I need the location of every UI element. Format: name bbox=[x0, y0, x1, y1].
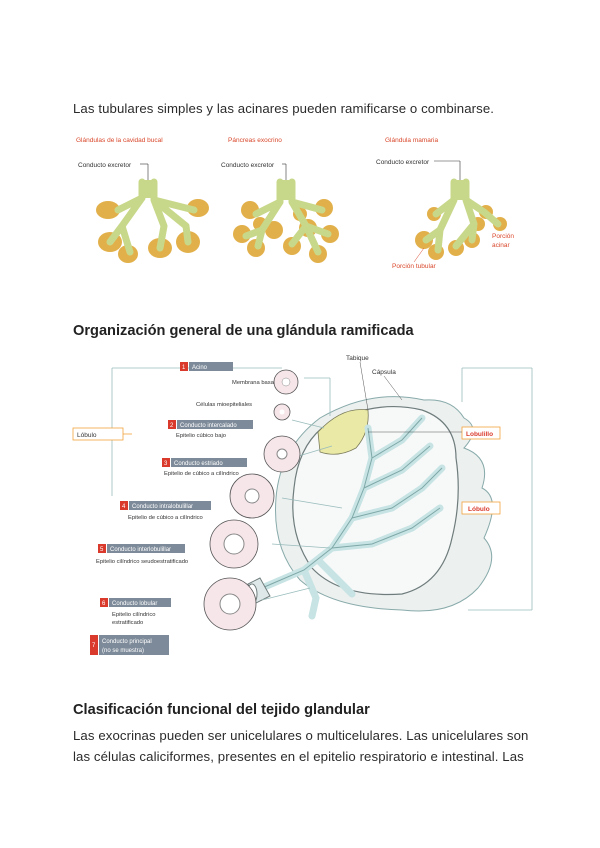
body-line-1: Las exocrinas pueden ser unicelulares o … bbox=[73, 728, 529, 743]
svg-text:3: 3 bbox=[164, 461, 168, 467]
svg-text:4: 4 bbox=[122, 504, 126, 510]
label-lobulo-left: Lóbulo bbox=[77, 432, 97, 439]
svg-text:Conducto principal: Conducto principal bbox=[102, 639, 152, 645]
label-capsula: Cápsula bbox=[372, 369, 396, 376]
gland-mamaria bbox=[415, 178, 507, 260]
svg-text:Conducto estriado: Conducto estriado bbox=[174, 461, 223, 467]
body-line-2: las células caliciformes, presentes en e… bbox=[73, 749, 524, 764]
svg-text:1: 1 bbox=[182, 365, 186, 371]
legend-item-4: 4 Conducto intralobulillar Epitelio de c… bbox=[120, 501, 211, 521]
svg-text:estratificado: estratificado bbox=[112, 620, 143, 626]
section-heading-organizacion: Organización general de una glándula ram… bbox=[73, 323, 414, 339]
svg-text:2: 2 bbox=[170, 423, 174, 429]
svg-text:Conducto intercalado: Conducto intercalado bbox=[180, 423, 237, 429]
figure-branched-gland: Lóbulo Tabique Cápsula Lobulillo Lóbulo … bbox=[72, 355, 533, 655]
intro-paragraph: Las tubulares simples y las acinares pue… bbox=[73, 101, 495, 116]
label-porcion-tubular: Porción tubular bbox=[392, 263, 437, 270]
svg-text:Conducto intralobulillar: Conducto intralobulillar bbox=[132, 504, 193, 510]
gland-bucal bbox=[96, 178, 209, 263]
panel-title-pancreas: Páncreas exocrino bbox=[228, 137, 282, 144]
legend-item-2: 2 Conducto intercalado Epitelio cúbico b… bbox=[168, 420, 253, 439]
gland-pancreas bbox=[233, 178, 339, 263]
label-porcion-acinar-1: Porción bbox=[492, 233, 514, 240]
legend-item-3: 3 Conducto estriado Epitelio de cúbico a… bbox=[162, 458, 247, 477]
label-lobulillo: Lobulillo bbox=[466, 431, 493, 438]
svg-text:Epitelio de cúbico a cilíndric: Epitelio de cúbico a cilíndrico bbox=[128, 515, 203, 521]
svg-text:Conducto interlobulillar: Conducto interlobulillar bbox=[110, 547, 171, 553]
svg-text:5: 5 bbox=[100, 547, 104, 553]
label-mioepiteliales: Células mioepiteliales bbox=[196, 402, 252, 408]
svg-text:Conducto lobular: Conducto lobular bbox=[112, 601, 157, 607]
panel-title-bucal: Glándulas de la cavidad bucal bbox=[76, 137, 163, 144]
section-heading-clasificacion: Clasificación funcional del tejido gland… bbox=[73, 702, 370, 718]
legend-item-1: 1 Acino bbox=[180, 362, 233, 371]
svg-text:6: 6 bbox=[102, 601, 106, 607]
duct-label-3: Conducto excretor bbox=[376, 159, 430, 166]
svg-text:7: 7 bbox=[92, 643, 96, 649]
panel-title-mamaria: Glándula mamaria bbox=[385, 137, 438, 144]
svg-text:Epitelio cúbico bajo: Epitelio cúbico bajo bbox=[176, 433, 226, 439]
legend-item-7: 7 Conducto principal (no se muestra) bbox=[90, 635, 169, 655]
svg-text:(no se muestra): (no se muestra) bbox=[102, 648, 144, 654]
svg-text:Acino: Acino bbox=[192, 365, 208, 371]
duct-label-1: Conducto excretor bbox=[78, 162, 132, 169]
label-porcion-acinar-2: acinar bbox=[492, 242, 511, 249]
legend-item-6: 6 Conducto lobular Epitelio cilíndrico e… bbox=[100, 598, 171, 626]
duct-label-2: Conducto excretor bbox=[221, 162, 275, 169]
svg-text:Epitelio de cúbico a cilíndric: Epitelio de cúbico a cilíndrico bbox=[164, 471, 239, 477]
legend-item-5: 5 Conducto interlobulillar Epitelio cilí… bbox=[96, 544, 188, 565]
label-lobulo-right: Lóbulo bbox=[468, 506, 490, 513]
label-membrana: Membrana basal bbox=[232, 380, 275, 386]
figure-gland-types: Glándulas de la cavidad bucal Páncreas e… bbox=[76, 137, 514, 270]
label-tabique: Tabique bbox=[346, 355, 369, 362]
svg-text:Epitelio cilíndrico: Epitelio cilíndrico bbox=[112, 612, 156, 618]
svg-text:Epitelio cilíndrico seudoestra: Epitelio cilíndrico seudoestratificado bbox=[96, 559, 188, 565]
